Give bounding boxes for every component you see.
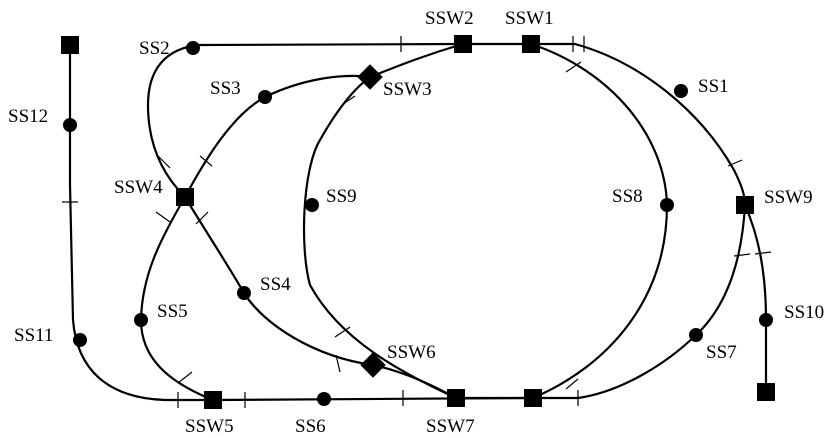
node-ss1	[674, 84, 688, 98]
label-ss5: SS5	[157, 301, 188, 322]
node-ss12-terminal	[61, 36, 79, 54]
line-ssw9-ss10	[743, 203, 768, 392]
node-ss8	[660, 198, 674, 212]
feeder-line-ss12-ss11	[68, 43, 215, 402]
node-ss6	[317, 392, 331, 406]
node-bottom-right-terminal	[524, 389, 542, 407]
section-tick	[733, 253, 751, 257]
section-tick	[195, 211, 209, 225]
label-ssw3: SSW3	[383, 79, 432, 100]
section-tick	[727, 159, 743, 167]
section-tick	[342, 95, 356, 105]
label-ss2: SS2	[139, 38, 170, 59]
section-tick	[157, 155, 171, 169]
label-ssw5: SSW5	[185, 416, 234, 437]
label-ss1: SS1	[698, 76, 729, 97]
label-ss4: SS4	[260, 274, 291, 295]
node-ss7	[689, 328, 703, 342]
section-tick	[155, 211, 171, 223]
node-ssw6	[360, 352, 386, 378]
label-ss10: SS10	[784, 302, 824, 323]
node-ss2	[186, 41, 200, 55]
label-ssw2: SSW2	[425, 8, 474, 29]
loop-line-ss2-ssw4	[146, 43, 202, 199]
label-ss6: SS6	[295, 416, 326, 437]
node-ssw9	[736, 196, 754, 214]
label-ss12: SS12	[8, 106, 48, 127]
line-ssw4-ss3-ssw3-ssw2	[183, 42, 465, 199]
node-ss10-terminal	[757, 383, 775, 401]
section-tick	[754, 251, 772, 255]
node-ss3	[258, 90, 272, 104]
label-ss3: SS3	[210, 78, 241, 99]
label-ssw9: SSW9	[764, 187, 813, 208]
node-ss12	[63, 118, 77, 132]
node-ssw5	[204, 391, 222, 409]
section-tick	[334, 326, 351, 338]
section-tick	[565, 61, 582, 73]
section-tick	[177, 371, 193, 384]
label-ss11: SS11	[14, 325, 53, 346]
node-ss5	[134, 313, 148, 327]
label-ss7: SS7	[706, 342, 737, 363]
node-ss4	[237, 286, 251, 300]
node-ssw2	[454, 35, 472, 53]
line-ssw4-ss4-ssw6-ssw7	[183, 195, 458, 400]
label-ssw1: SSW1	[505, 8, 554, 29]
label-ssw6: SSW6	[387, 342, 436, 363]
section-tick	[335, 354, 341, 373]
loop-ellipse	[302, 42, 669, 400]
line-ssw4-ss5-ssw5	[139, 195, 215, 402]
feeder-line-top	[198, 42, 577, 47]
label-ss9: SS9	[326, 186, 357, 207]
node-ss11	[73, 333, 87, 347]
node-ssw4	[176, 188, 194, 206]
node-ssw7	[447, 389, 465, 407]
section-tick	[565, 378, 579, 390]
node-ssw1	[522, 35, 540, 53]
section-tick	[199, 155, 213, 167]
node-ssw3	[357, 64, 383, 90]
node-ss9	[305, 198, 319, 212]
label-ss8: SS8	[612, 186, 643, 207]
label-ssw7: SSW7	[426, 416, 475, 437]
label-ssw4: SSW4	[114, 177, 163, 198]
node-ss10	[759, 313, 773, 327]
